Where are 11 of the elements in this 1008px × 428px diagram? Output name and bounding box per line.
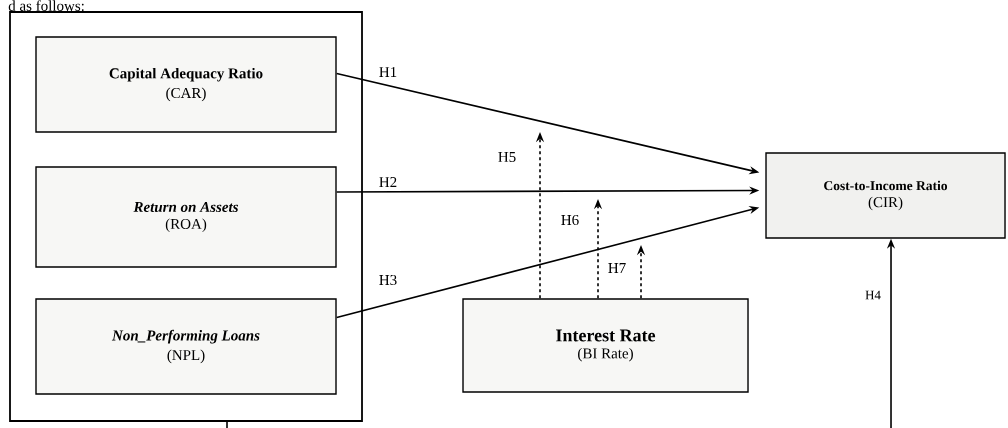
variable-box: Interest Rate (BI Rate)	[462, 298, 749, 393]
variable-box: Return on Assets (ROA)	[35, 166, 337, 268]
edge-label: H4	[864, 289, 882, 301]
intro-text: d as follows:	[8, 0, 84, 11]
edge-label: H2	[377, 176, 399, 188]
variable-box: Cost-to-Income Ratio (CIR)	[765, 152, 1006, 239]
edge-label: H5	[496, 151, 518, 163]
variable-box: Capital Adequacy Ratio (CAR)	[35, 36, 337, 133]
edge-label: H7	[606, 262, 628, 274]
variable-box: Non_Performing Loans (NPL)	[35, 298, 337, 395]
edge-label: H1	[377, 66, 399, 78]
